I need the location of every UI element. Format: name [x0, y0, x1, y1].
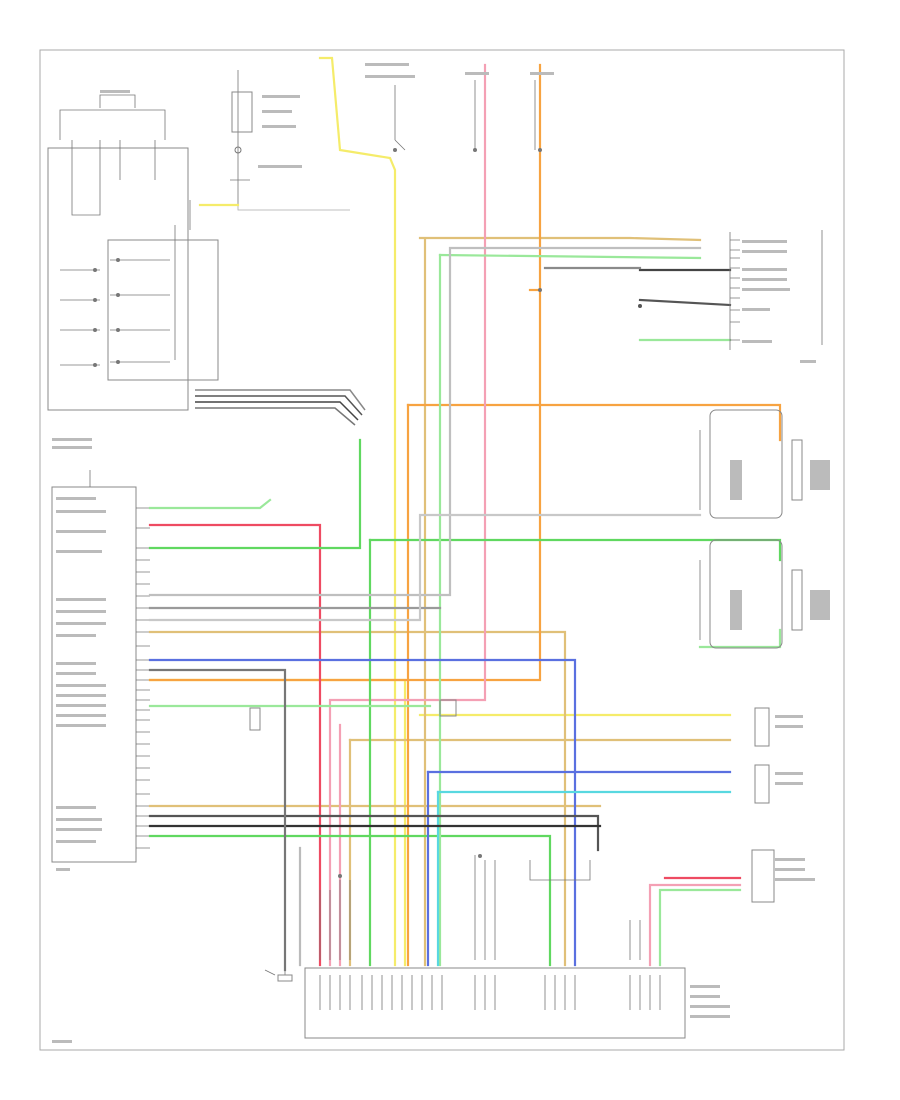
top-fuse-feeds — [393, 80, 542, 292]
control-module — [51, 470, 150, 863]
right-actuator-lower — [699, 539, 803, 649]
right-sensor-lower — [754, 764, 770, 804]
switch-rows — [60, 200, 191, 367]
wire-harness — [148, 56, 782, 972]
diagram-border — [39, 49, 845, 1051]
bottom-connector-pins — [319, 975, 661, 1010]
top-relay-column — [230, 70, 350, 211]
wire-green-main — [148, 438, 362, 550]
mid-relay — [249, 699, 457, 731]
right-sensor-bottom — [751, 849, 775, 903]
right-top-connector — [638, 230, 823, 350]
wire-orange-main — [148, 63, 542, 682]
ground-connector — [264, 930, 293, 982]
wire-yellow-main — [318, 56, 397, 967]
label-marks — [52, 63, 830, 1043]
right-actuator-upper — [699, 409, 803, 519]
right-sensor-upper — [754, 707, 770, 747]
wire-pink-main — [328, 63, 487, 967]
bottom-connector — [304, 854, 686, 1039]
top-left-switch-module — [47, 94, 366, 426]
control-module-pins — [136, 507, 150, 849]
wire-blue-main — [148, 658, 577, 967]
